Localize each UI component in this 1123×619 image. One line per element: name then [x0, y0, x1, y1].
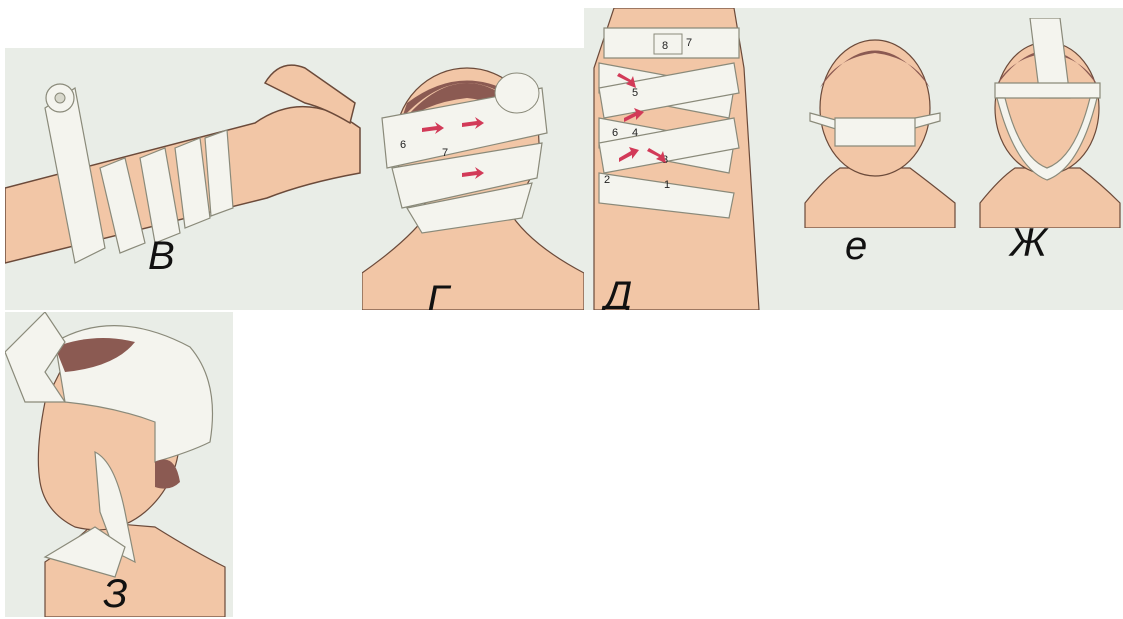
chin-sling-illustration: [975, 18, 1123, 228]
panel-scarf: З: [5, 312, 233, 617]
number-4: 4: [632, 127, 638, 139]
panel-label-chin: Ж: [1010, 223, 1047, 263]
arm-illustration: [5, 48, 362, 310]
panel-label-thigh: Д: [604, 276, 632, 310]
nose-sling-illustration: [795, 18, 975, 228]
number-7: 7: [686, 37, 692, 49]
number-1: 1: [664, 179, 670, 191]
number-6: 6: [400, 139, 406, 151]
panel-head-back: 6 7 Г: [362, 48, 584, 310]
thigh-illustration: 8 7 5 6 4 3 2 1: [584, 8, 760, 310]
panel-arm: В: [5, 48, 362, 310]
number-5: 5: [632, 87, 638, 99]
panel-label-nose: е: [845, 226, 867, 266]
number-2: 2: [604, 174, 610, 186]
panel-label-head-back: Г: [427, 280, 449, 310]
number-6: 6: [612, 127, 618, 139]
panel-label-scarf: З: [103, 574, 128, 614]
panel-face-area: е Ж: [760, 8, 1123, 310]
panel-thigh: 8 7 5 6 4 3 2 1 Д: [584, 8, 760, 310]
number-8: 8: [662, 40, 668, 52]
panel-label-arm: В: [148, 236, 175, 276]
number-7: 7: [442, 147, 448, 159]
head-back-illustration: 6 7: [362, 48, 584, 310]
